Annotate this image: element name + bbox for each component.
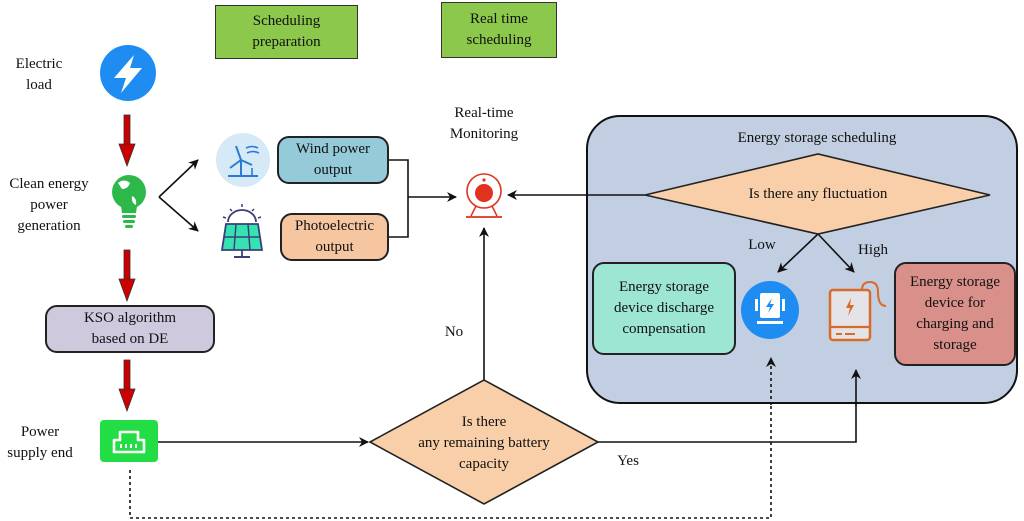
power-supply-end-label: Power supply end: [7, 424, 73, 461]
real-time-monitoring-label: Real-time Monitoring: [449, 105, 519, 142]
lightning-icon: [100, 45, 156, 101]
discharge-compensation-label: Energy storage device discharge compensa…: [613, 279, 715, 337]
red-arrow-clean-to-kso: [118, 249, 136, 303]
phase-scheduling-preparation: Scheduling preparation: [215, 5, 358, 59]
solar-panel-icon: [220, 204, 264, 258]
fluctuation-decision-diamond: [644, 153, 991, 235]
wind-power-output-label: Wind power output: [296, 141, 370, 178]
high-label: High: [858, 242, 888, 258]
wind-power-output-box: Wind power output: [277, 136, 389, 184]
red-arrow-load-to-clean: [118, 114, 136, 168]
arrow-to-solar: [158, 196, 199, 232]
wind-turbine-icon: [216, 133, 270, 187]
arrow-low: [777, 233, 819, 273]
fluctuation-decision-text: Is there any fluctuation: [748, 186, 888, 202]
arrow-to-wind: [158, 159, 199, 198]
red-arrow-kso-to-supply: [118, 359, 136, 413]
battery-decision-text-line1: Is there: [461, 414, 507, 430]
battery-discharge-icon: [741, 281, 799, 339]
phase-scheduling-preparation-label: Scheduling preparation: [252, 13, 321, 50]
photoelectric-output-box: Photoelectric output: [280, 213, 389, 261]
storage-scheduling-title: Energy storage scheduling: [737, 130, 897, 146]
connectors: [118, 114, 861, 519]
webcam-monitor-icon: [466, 173, 502, 218]
network-port-icon: [100, 420, 158, 462]
power-bank-icon: [828, 280, 887, 342]
lightbulb-globe-icon: [112, 175, 146, 228]
arrow-high: [817, 233, 855, 273]
discharge-compensation-box: Energy storage device discharge compensa…: [592, 262, 736, 355]
charging-storage-box: Energy storage device for charging and s…: [894, 262, 1016, 366]
photoelectric-output-label: Photoelectric output: [294, 218, 375, 255]
electric-load-label: Electric load: [15, 56, 63, 93]
low-label: Low: [748, 237, 776, 253]
phase-real-time-scheduling-label: Real time scheduling: [466, 11, 532, 48]
battery-decision-text-line3: capacity: [459, 456, 509, 472]
dotted-supply-to-discharge: [129, 357, 776, 519]
yes-label: Yes: [617, 453, 639, 469]
battery-decision-text-line2: any remaining battery: [418, 435, 550, 451]
line-wind-merge: [389, 159, 409, 238]
phase-real-time-scheduling: Real time scheduling: [441, 2, 557, 58]
no-label: No: [444, 324, 464, 340]
clean-energy-label: Clean energy power generation: [9, 176, 89, 234]
kso-algorithm-label: KSO algorithm based on DE: [83, 310, 177, 347]
battery-decision-diamond: [368, 379, 600, 505]
kso-algorithm-box: KSO algorithm based on DE: [45, 305, 215, 353]
charging-storage-label: Energy storage device for charging and s…: [909, 274, 1001, 353]
